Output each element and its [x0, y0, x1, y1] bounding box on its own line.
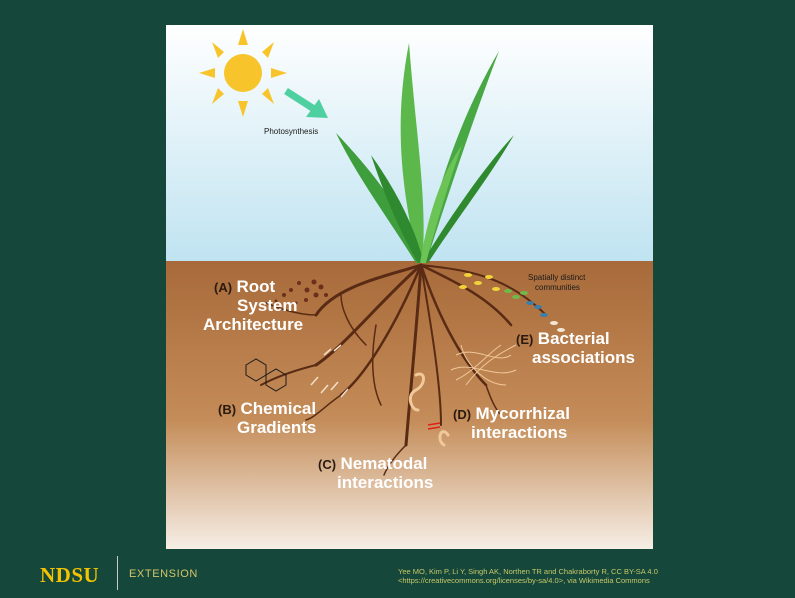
label-d-key: (D)	[453, 407, 471, 422]
communities-label-line1: Spatially distinct	[528, 273, 585, 282]
label-d-line2: interactions	[471, 423, 567, 442]
label-chemical-gradients: (B) Chemical Gradients	[218, 400, 316, 438]
image-credit: Yee MO, Kim P, Li Y, Singh AK, Northen T…	[398, 567, 768, 585]
ndsu-logo: NDSU	[40, 563, 99, 588]
label-e-line2: associations	[532, 348, 635, 367]
credit-line2: <https://creativecommons.org/licenses/by…	[398, 576, 768, 585]
footer-divider	[117, 556, 118, 590]
label-b-line1: Chemical	[241, 399, 317, 418]
label-b-key: (B)	[218, 402, 236, 417]
rhizosphere-figure: Photosynthesis Spatially distinct commun…	[166, 25, 653, 549]
label-a-line2: System	[237, 296, 297, 315]
label-a-key: (A)	[214, 280, 232, 295]
label-root-system-architecture: (A) Root System Architecture	[214, 278, 303, 334]
label-bacterial-associations: (E) Bacterial associations	[516, 330, 635, 368]
extension-label: EXTENSION	[129, 568, 198, 580]
label-a-line1: Root	[237, 277, 276, 296]
communities-label-line2: communities	[535, 283, 580, 292]
label-c-key: (C)	[318, 457, 336, 472]
label-c-line1: Nematodal	[341, 454, 428, 473]
label-b-line2: Gradients	[237, 418, 316, 437]
label-e-line1: Bacterial	[538, 329, 610, 348]
label-c-line2: interactions	[337, 473, 433, 492]
label-nematodal-interactions: (C) Nematodal interactions	[318, 455, 433, 493]
label-e-key: (E)	[516, 332, 533, 347]
sun-icon	[199, 29, 287, 117]
label-d-line1: Mycorrhizal	[476, 404, 570, 423]
credit-line1: Yee MO, Kim P, Li Y, Singh AK, Northen T…	[398, 567, 768, 576]
label-mycorrhizal-interactions: (D) Mycorrhizal interactions	[453, 405, 570, 443]
photosynthesis-label: Photosynthesis	[264, 127, 318, 136]
label-a-line3: Architecture	[203, 315, 303, 334]
